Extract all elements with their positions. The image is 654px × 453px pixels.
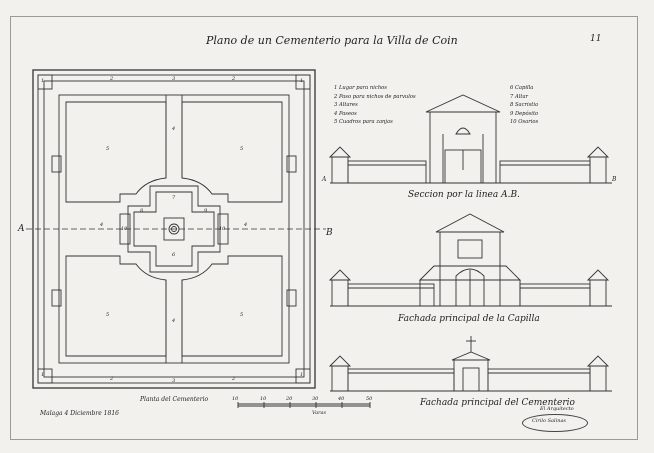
plan-number: 1	[41, 372, 45, 378]
scale-label: Varas	[312, 410, 327, 416]
plan-number: 2	[110, 376, 114, 382]
section-caption: Seccion por la linea A.B.	[408, 190, 520, 200]
plan-number: 6	[172, 252, 176, 258]
plan-number: 2	[232, 376, 236, 382]
plan-number: 4	[172, 126, 176, 132]
plan-number: 1	[300, 372, 304, 378]
plan-number: 5	[240, 312, 244, 318]
page-number: 11	[590, 34, 602, 44]
main-facade-caption: Fachada principal del Cementerio	[420, 398, 575, 408]
legend-item: 5 Cuadros para zanjas	[334, 119, 393, 126]
plan-number: 1	[300, 78, 304, 84]
plan-number: 5	[106, 146, 110, 152]
chapel-facade-caption: Fachada principal de la Capilla	[398, 314, 540, 324]
page-title: Plano de un Cementerio para la Villa de …	[206, 34, 458, 47]
legend-item: 10 Osarios	[510, 119, 539, 126]
plan-number: 10	[121, 226, 128, 232]
plan-number: 2	[232, 76, 236, 82]
plan-number: 4	[244, 222, 248, 228]
plan-number: 5	[106, 312, 110, 318]
scale-tick: 50	[366, 396, 373, 402]
section-elevation	[328, 94, 612, 184]
legend-right: 6 Capilla 7 Altar 8 Sacristia 9 Depósito…	[510, 84, 538, 127]
main-facade	[328, 336, 612, 392]
plan-number: 3	[172, 378, 176, 384]
section-letter-a: A	[322, 176, 327, 183]
plan-number: 4	[172, 318, 176, 324]
legend-item: 6 Capilla	[510, 85, 534, 91]
plan-number: 5	[240, 146, 244, 152]
legend-left: 1 Lugar para nichos 2 Paso para nichos d…	[334, 84, 416, 127]
drawing-date: Malaga 4 Diciembre 1816	[40, 410, 119, 417]
plan-caption: Planta del Cementerio	[140, 396, 209, 403]
plan-number: 8	[140, 208, 144, 214]
legend-item: 4 Paseos	[334, 110, 357, 117]
sheet-frame	[10, 16, 638, 440]
plan-number: 3	[172, 76, 176, 82]
legend-item: 7 Altar	[510, 93, 529, 100]
plan-number: 1	[41, 78, 45, 84]
scale-tick: 10	[260, 396, 267, 402]
plan-number: 10	[219, 226, 226, 232]
legend-item: 8 Sacristia	[510, 102, 539, 109]
plan-number: 2	[110, 76, 114, 82]
chapel-facade	[328, 213, 612, 307]
legend-item: 2 Paso para nichos de parvulos	[334, 93, 416, 100]
graphic-scale	[237, 402, 371, 408]
plan-letter-b: B	[326, 228, 333, 238]
legend-item: 1 Lugar para nichos	[334, 85, 387, 91]
scale-tick: 20	[286, 396, 293, 402]
signature-title: El Arquitecto	[540, 406, 574, 412]
legend-item: 9 Depósito	[510, 110, 539, 117]
legend-item: 3 Altares	[334, 102, 358, 109]
plan-number: 7	[172, 195, 176, 201]
scale-tick: 10	[232, 396, 239, 402]
signature-name: Cirilo Salinas	[532, 418, 566, 424]
signature-flourish	[522, 414, 588, 432]
plan-number: 4	[100, 222, 104, 228]
section-letter-b: B	[612, 176, 617, 183]
scale-tick: 40	[338, 396, 345, 402]
cemetery-plan	[26, 69, 326, 389]
plan-letter-a: A	[18, 224, 25, 234]
plan-number: 9	[204, 208, 208, 214]
scale-tick: 30	[312, 396, 319, 402]
